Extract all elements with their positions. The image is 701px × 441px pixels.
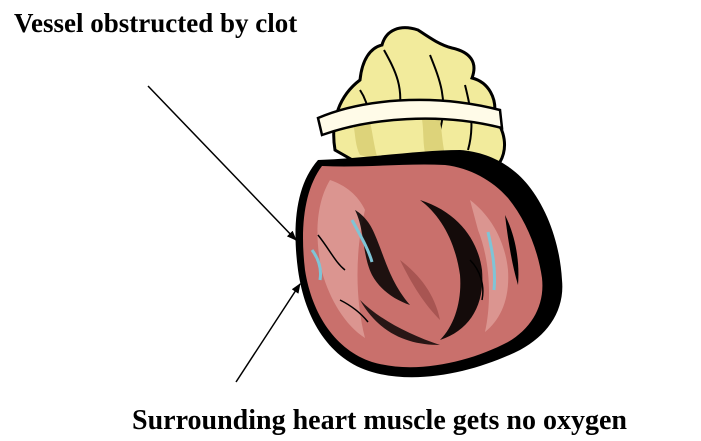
- heart-muscle: [295, 150, 562, 377]
- arrow-to-clot: [148, 86, 296, 240]
- oxygen-label: Surrounding heart muscle gets no oxygen: [132, 407, 627, 435]
- arrow-to-muscle: [236, 284, 300, 382]
- heart-illustration-icon: [295, 28, 562, 378]
- clot-label: Vessel obstructed by clot: [14, 10, 297, 37]
